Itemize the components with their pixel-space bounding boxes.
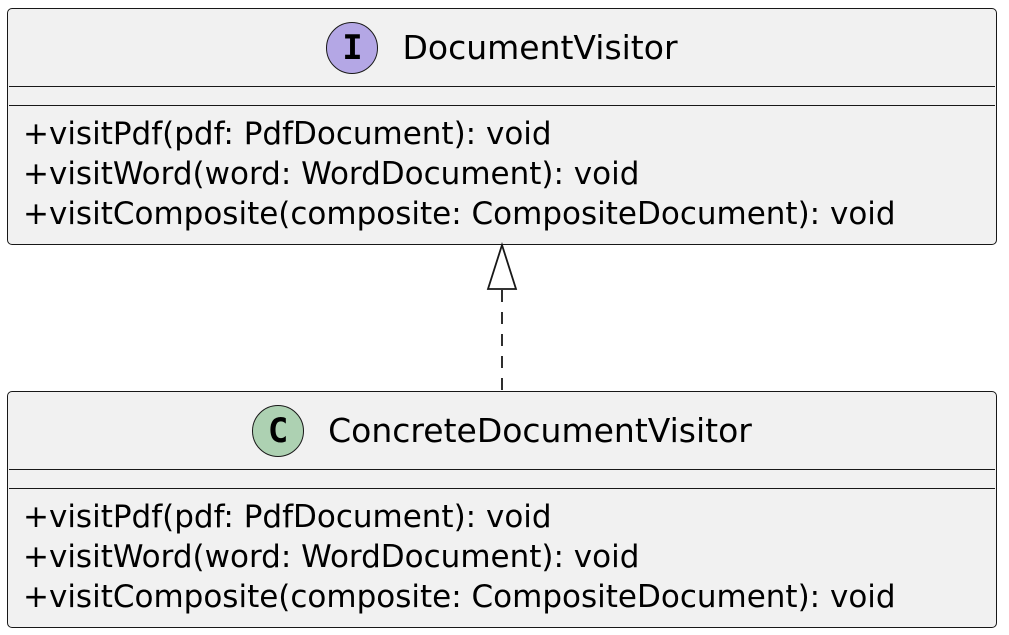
class-stereotype-icon: C — [252, 404, 305, 457]
class-concrete-document-visitor[interactable]: C ConcreteDocumentVisitor +visitPdf(pdf:… — [7, 391, 997, 628]
method-visit-pdf: +visitPdf(pdf: PdfDocument): void — [23, 116, 552, 152]
class-header: I DocumentVisitor — [8, 9, 996, 86]
stereotype-letter: I — [342, 27, 363, 68]
divider — [9, 469, 995, 470]
divider — [9, 105, 995, 106]
method-visit-composite: +visitComposite(composite: CompositeDocu… — [23, 579, 896, 615]
class-name: ConcreteDocumentVisitor — [328, 411, 752, 450]
methods-section: +visitPdf(pdf: PdfDocument): void +visit… — [8, 106, 996, 234]
divider — [9, 488, 995, 489]
fields-section — [8, 470, 996, 488]
class-name: DocumentVisitor — [402, 28, 678, 67]
hollow-triangle-arrowhead — [486, 242, 518, 290]
class-header: C ConcreteDocumentVisitor — [8, 392, 996, 469]
methods-section: +visitPdf(pdf: PdfDocument): void +visit… — [8, 489, 996, 617]
divider — [9, 86, 995, 87]
interface-stereotype-icon: I — [326, 21, 379, 74]
interface-document-visitor[interactable]: I DocumentVisitor +visitPdf(pdf: PdfDocu… — [7, 8, 997, 245]
method-visit-word: +visitWord(word: WordDocument): void — [23, 539, 640, 575]
method-visit-composite: +visitComposite(composite: CompositeDocu… — [23, 196, 896, 232]
stereotype-letter: C — [267, 410, 289, 451]
method-visit-pdf: +visitPdf(pdf: PdfDocument): void — [23, 499, 552, 535]
method-visit-word: +visitWord(word: WordDocument): void — [23, 156, 640, 192]
